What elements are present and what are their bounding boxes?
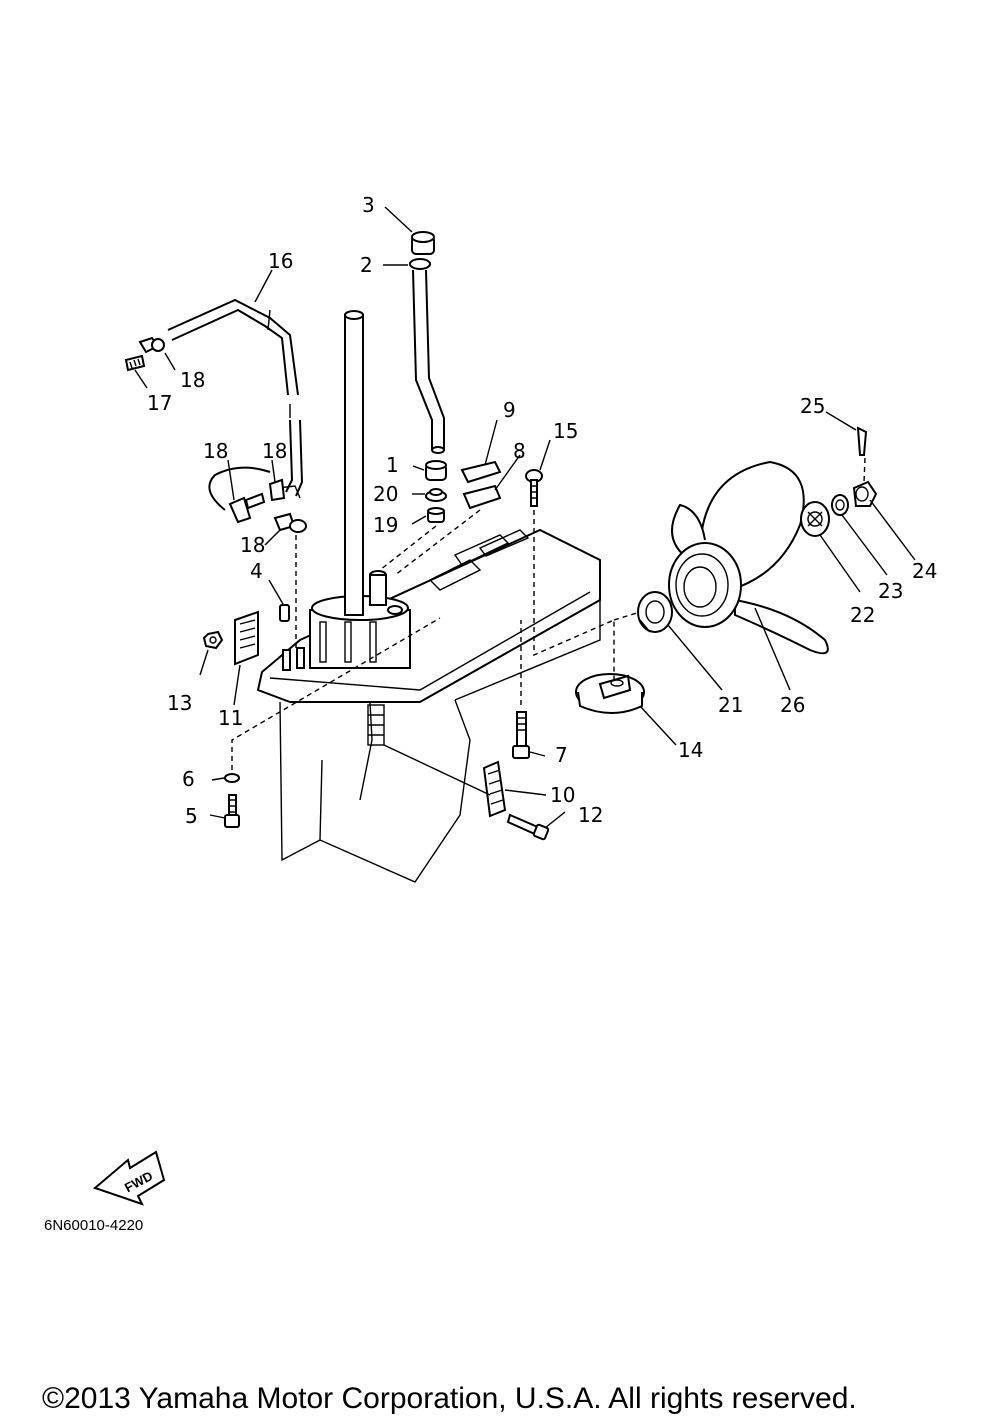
callout-22: 22 <box>850 603 875 627</box>
leader-lines <box>134 206 916 829</box>
hose-clip-icon <box>124 336 165 372</box>
spacer-icon <box>800 501 830 537</box>
stud-bolts <box>282 647 305 671</box>
callout-10: 10 <box>550 783 575 807</box>
callout-11: 11 <box>218 706 243 730</box>
dowel-pin-icon <box>279 604 290 622</box>
bolt-5-icon <box>224 794 240 828</box>
lower-casing <box>256 528 601 883</box>
callout-18c: 18 <box>262 439 287 463</box>
bolt-12-icon <box>506 813 550 841</box>
callout-7: 7 <box>555 743 568 767</box>
callout-18b: 18 <box>203 439 228 463</box>
callout-labels: 3 2 16 18 17 9 15 8 18 18 1 20 19 18 4 2… <box>147 193 937 828</box>
callout-4: 4 <box>250 559 263 583</box>
callout-6: 6 <box>182 767 195 791</box>
callout-24: 24 <box>912 559 937 583</box>
callout-12: 12 <box>578 803 603 827</box>
callout-19: 19 <box>373 513 398 537</box>
prop-nut-icon <box>852 480 878 507</box>
washer-23-icon <box>831 494 849 516</box>
callout-14: 14 <box>678 738 703 762</box>
thrust-washer-icon <box>637 591 673 633</box>
copyright-notice: ©2013 Yamaha Motor Corporation, U.S.A. A… <box>42 1382 857 1415</box>
callout-23: 23 <box>878 579 903 603</box>
callout-26: 26 <box>780 693 805 717</box>
fwd-arrow-icon: FWD <box>93 1150 166 1206</box>
cotter-pin-icon <box>856 426 868 456</box>
callout-18: 18 <box>180 368 205 392</box>
grommet-icon <box>411 231 435 255</box>
callout-1: 1 <box>386 453 399 477</box>
callout-16: 16 <box>268 249 293 273</box>
callout-3: 3 <box>362 193 375 217</box>
propeller-icon <box>668 460 829 655</box>
callout-9: 9 <box>503 398 516 422</box>
diagram-code: 6N60010-4220 <box>44 1217 143 1234</box>
callout-25: 25 <box>800 394 825 418</box>
hose-icon <box>167 298 304 497</box>
hose-clip-icon <box>228 478 307 533</box>
callout-18d: 18 <box>240 533 265 557</box>
callout-8: 8 <box>513 439 526 463</box>
water-tube <box>409 258 445 454</box>
anode-icon <box>234 610 259 666</box>
washer-icon <box>224 773 240 783</box>
trim-tab-icon <box>575 673 645 714</box>
bolt-icon <box>525 469 543 507</box>
callout-17: 17 <box>147 391 172 415</box>
callout-13: 13 <box>167 691 192 715</box>
callout-21: 21 <box>718 693 743 717</box>
bolt-7-icon <box>512 711 530 759</box>
trim-tab-anode-icon <box>482 760 507 818</box>
rubber-seal-pieces <box>460 460 502 510</box>
callout-5: 5 <box>185 804 198 828</box>
seal-stack <box>425 460 447 523</box>
nut-icon <box>202 630 224 650</box>
drive-shaft <box>344 310 364 616</box>
callout-2: 2 <box>360 253 373 277</box>
callout-15: 15 <box>553 419 578 443</box>
callout-20: 20 <box>373 482 398 506</box>
